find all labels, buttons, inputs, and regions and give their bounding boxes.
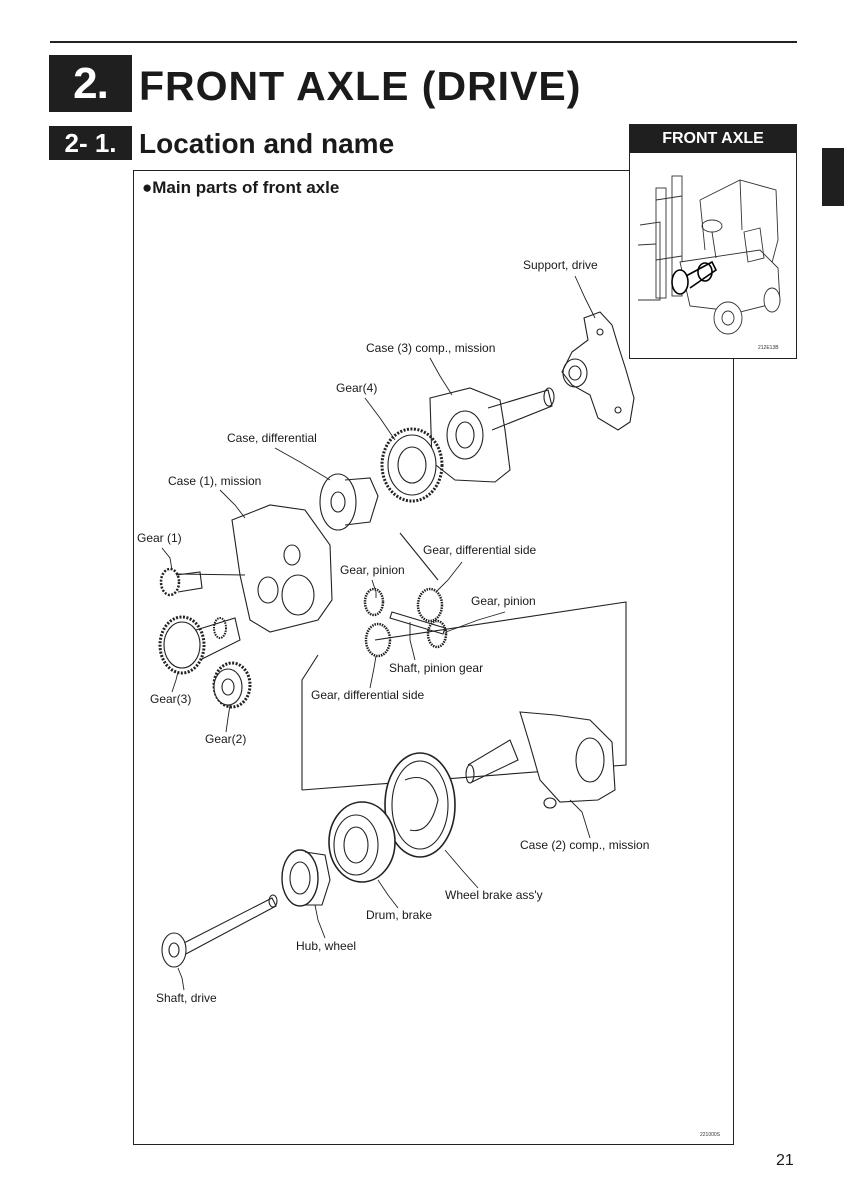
label-gear3: Gear(3)	[150, 692, 192, 706]
shaft-drive-part	[161, 894, 278, 968]
case2-part	[465, 711, 616, 809]
subsection-number: 2- 1.	[49, 126, 132, 160]
case1-part	[177, 504, 333, 633]
label-gear-diff-side-2: Gear, differential side	[311, 688, 425, 702]
figure-frame	[133, 170, 734, 1145]
gear1-part	[159, 567, 203, 597]
label-case-differential: Case, differential	[227, 431, 317, 445]
location-inset	[629, 124, 797, 359]
section-number: 2.	[49, 55, 132, 112]
label-drum-brake: Drum, brake	[366, 908, 433, 922]
label-wheel-brake: Wheel brake ass'y	[445, 888, 543, 902]
gear3-part	[158, 615, 241, 675]
case-differential-part	[319, 473, 379, 531]
label-shaft-pinion-gear: Shaft, pinion gear	[389, 661, 484, 675]
subsection-title: Location and name	[139, 128, 395, 159]
gear-pinion-2-part	[426, 619, 448, 649]
wheel-brake-part	[384, 752, 456, 858]
label-gear1: Gear (1)	[137, 531, 182, 545]
side-tab-marker	[822, 148, 844, 206]
label-case1: Case (1), mission	[168, 474, 262, 488]
label-gear4: Gear(4)	[336, 381, 378, 395]
label-gear-pinion-2: Gear, pinion	[471, 594, 536, 608]
support-drive-part	[561, 311, 635, 431]
hub-wheel-part	[281, 849, 331, 907]
page-number: 21	[776, 1152, 794, 1169]
top-rule	[50, 41, 797, 43]
inset-code: 212E13B	[758, 345, 779, 351]
drum-brake-part	[328, 801, 396, 883]
label-hub-wheel: Hub, wheel	[296, 939, 357, 953]
figure-code: 221000S	[700, 1132, 721, 1138]
label-gear-diff-side-1: Gear, differential side	[423, 543, 537, 557]
shaft-pinion-gear-part	[389, 611, 446, 635]
section-title: FRONT AXLE (DRIVE)	[139, 63, 582, 109]
label-case2: Case (2) comp., mission	[520, 838, 650, 852]
inset-title: FRONT AXLE	[630, 125, 796, 153]
label-shaft-drive: Shaft, drive	[156, 991, 217, 1005]
gear-diff-side-1-part	[416, 587, 444, 623]
label-gear-pinion-1: Gear, pinion	[340, 563, 405, 577]
case3-part	[429, 387, 555, 483]
gear-pinion-1-part	[363, 587, 385, 617]
label-case3: Case (3) comp., mission	[366, 341, 496, 355]
gear2-part	[212, 661, 252, 709]
gear-diff-side-2-part	[364, 622, 392, 658]
figure-heading: ●Main parts of front axle	[142, 178, 340, 197]
gear4-part	[380, 427, 444, 503]
label-gear2: Gear(2)	[205, 732, 247, 746]
label-support-drive: Support, drive	[523, 258, 598, 272]
